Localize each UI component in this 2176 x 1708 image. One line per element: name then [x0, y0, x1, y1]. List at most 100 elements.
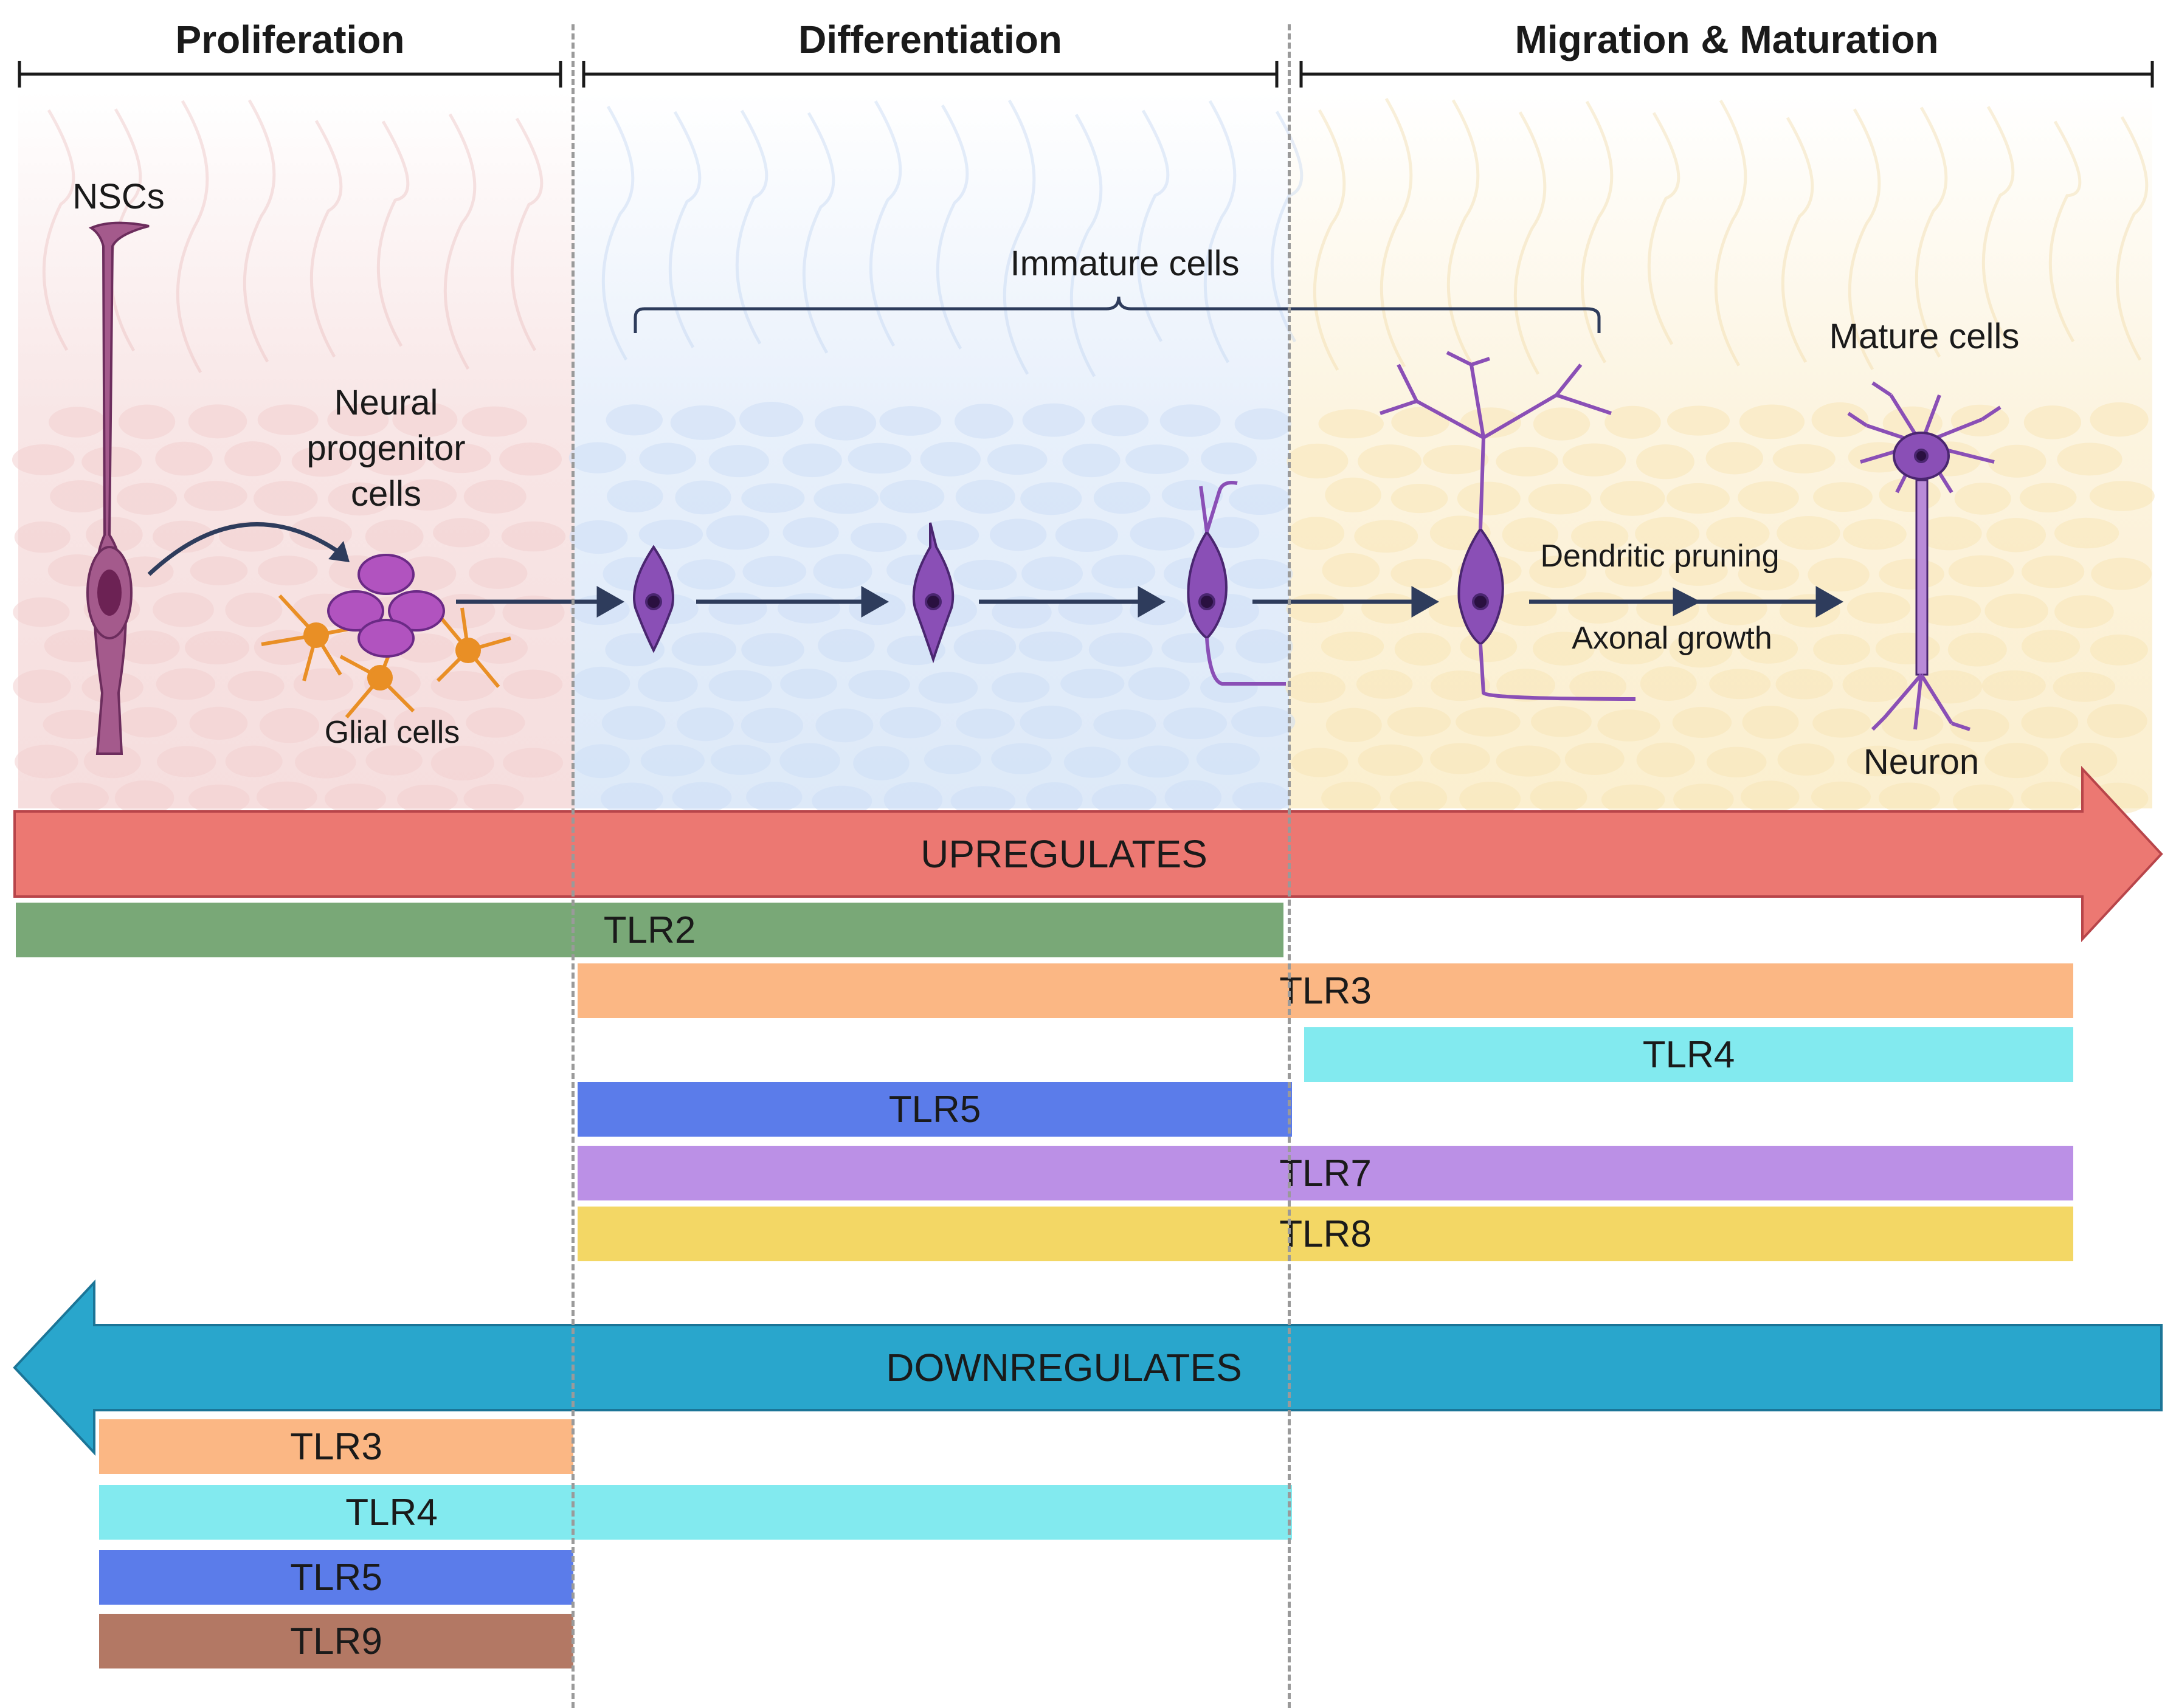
- down-bar-label: TLR5: [290, 1556, 382, 1599]
- tissue-cell: [463, 480, 527, 514]
- immature-cells-label: Immature cells: [1010, 244, 1240, 283]
- tissue-cell: [258, 556, 318, 586]
- tissue-cell: [1916, 595, 1981, 626]
- down-bar-tlr9: TLR9: [99, 1614, 573, 1668]
- tissue-cell: [572, 666, 630, 700]
- tissue-cell: [1947, 632, 2007, 667]
- tissue-cell: [1739, 404, 1805, 439]
- stage-title-migration-maturation: Migration & Maturation: [1515, 18, 1939, 61]
- tissue-cell: [259, 708, 320, 743]
- tissue-cell: [879, 707, 941, 739]
- tissue-cell: [640, 745, 705, 777]
- tissue-cell: [1232, 782, 1290, 814]
- tissue-cell: [675, 480, 731, 515]
- tissue-cell: [1062, 443, 1121, 478]
- tissue-cell: [466, 708, 525, 738]
- tissue-cell: [950, 786, 1016, 816]
- tissue-cell: [157, 746, 216, 777]
- tissue-cell: [1325, 708, 1382, 743]
- tissue-cell: [1020, 482, 1082, 515]
- tissue-cell: [502, 595, 565, 630]
- tissue-cell: [953, 559, 1017, 590]
- up-bar-label: TLR7: [1279, 1152, 1372, 1194]
- tissue-cell: [638, 519, 703, 549]
- up-bar-tlr4: TLR4: [1304, 1027, 2073, 1082]
- tissue-cell: [1231, 706, 1296, 737]
- tissue-cell: [918, 672, 978, 704]
- down-bar-tlr5: TLR5: [99, 1550, 573, 1605]
- tissue-cell: [1459, 782, 1521, 816]
- down-bar-label: TLR3: [290, 1425, 382, 1468]
- tissue-fiber: [1915, 106, 1948, 358]
- tissue-cell: [853, 746, 910, 780]
- tissue-cell: [2090, 634, 2148, 666]
- tissue-fiber: [668, 111, 702, 348]
- neural-progenitor-label: Neural progenitor cells: [255, 380, 517, 517]
- upregulates-label: UPREGULATES: [920, 832, 1207, 876]
- stage-divider-2: [1288, 24, 1291, 1708]
- tissue-cell: [49, 407, 106, 438]
- tissue-cell: [13, 597, 70, 627]
- tissue-cell: [1775, 669, 1833, 700]
- tissue-cell: [1128, 667, 1190, 701]
- tissue-cell: [879, 406, 942, 436]
- tissue-cell: [1597, 709, 1660, 742]
- tissue-cell: [156, 668, 216, 700]
- tissue-cell: [1529, 556, 1587, 588]
- tissue-cell: [224, 441, 281, 477]
- tissue-cell: [1981, 670, 2046, 701]
- progenitor-cells: [327, 554, 445, 658]
- tissue-cell: [1161, 480, 1223, 511]
- tissue-cell: [1988, 444, 2046, 478]
- tissue-cell: [227, 670, 285, 701]
- tissue-cell: [503, 748, 564, 778]
- tissue-cell: [1325, 477, 1381, 512]
- tissue-fiber: [42, 109, 75, 351]
- tissue-cell: [1322, 553, 1380, 588]
- tissue-cell: [1060, 669, 1125, 699]
- tissue-cell: [677, 707, 734, 742]
- tissue-cell: [1777, 515, 1840, 550]
- tissue-cell: [430, 443, 492, 473]
- tissue-cell: [1705, 442, 1764, 475]
- tissue-cell: [293, 668, 354, 701]
- tissue-cell: [2021, 781, 2083, 814]
- tissue-cell: [12, 444, 75, 475]
- tissue-cell: [184, 481, 247, 511]
- tissue-fiber: [735, 109, 769, 345]
- downregulates-label: DOWNREGULATES: [886, 1346, 1242, 1389]
- tissue-cell: [189, 706, 248, 740]
- tissue-cell: [392, 402, 458, 438]
- tissue-cell: [1229, 484, 1291, 515]
- tissue-cell: [2057, 442, 2122, 476]
- tissue-cell: [2021, 706, 2079, 739]
- tissue-cell: [955, 404, 1014, 439]
- tissue-cell: [1387, 707, 1451, 737]
- tissue-cell: [1600, 481, 1665, 516]
- tissue-cell: [2054, 517, 2119, 549]
- cell-illustration: [86, 221, 2002, 755]
- tissue-cell: [601, 782, 663, 816]
- tissue-fiber: [1136, 109, 1170, 342]
- tissue-cell: [114, 780, 174, 816]
- tissue-cell: [1667, 405, 1730, 436]
- tissue-cell: [1460, 407, 1522, 438]
- tissue-cell: [1287, 443, 1349, 479]
- tissue-cell: [639, 442, 697, 475]
- up-bar-tlr7: TLR7: [578, 1146, 2073, 1200]
- tissue-fiber: [1981, 106, 2015, 342]
- tissue-cell: [1088, 632, 1153, 667]
- tissue-cell: [362, 442, 426, 476]
- tissue-cell: [815, 405, 877, 441]
- tissue-cell: [43, 709, 108, 739]
- tissue-cell: [1777, 743, 1835, 776]
- tissue-cell: [1358, 744, 1423, 776]
- tissue-cell: [1813, 634, 1870, 666]
- tissue-cell: [188, 404, 247, 439]
- tissue-fiber: [1446, 99, 1480, 365]
- tissue-cell: [1022, 403, 1085, 437]
- tissue-cell: [14, 521, 71, 553]
- tissue-cell: [463, 783, 524, 813]
- tissue-cell: [1430, 670, 1490, 701]
- tissue-cell: [1394, 632, 1451, 666]
